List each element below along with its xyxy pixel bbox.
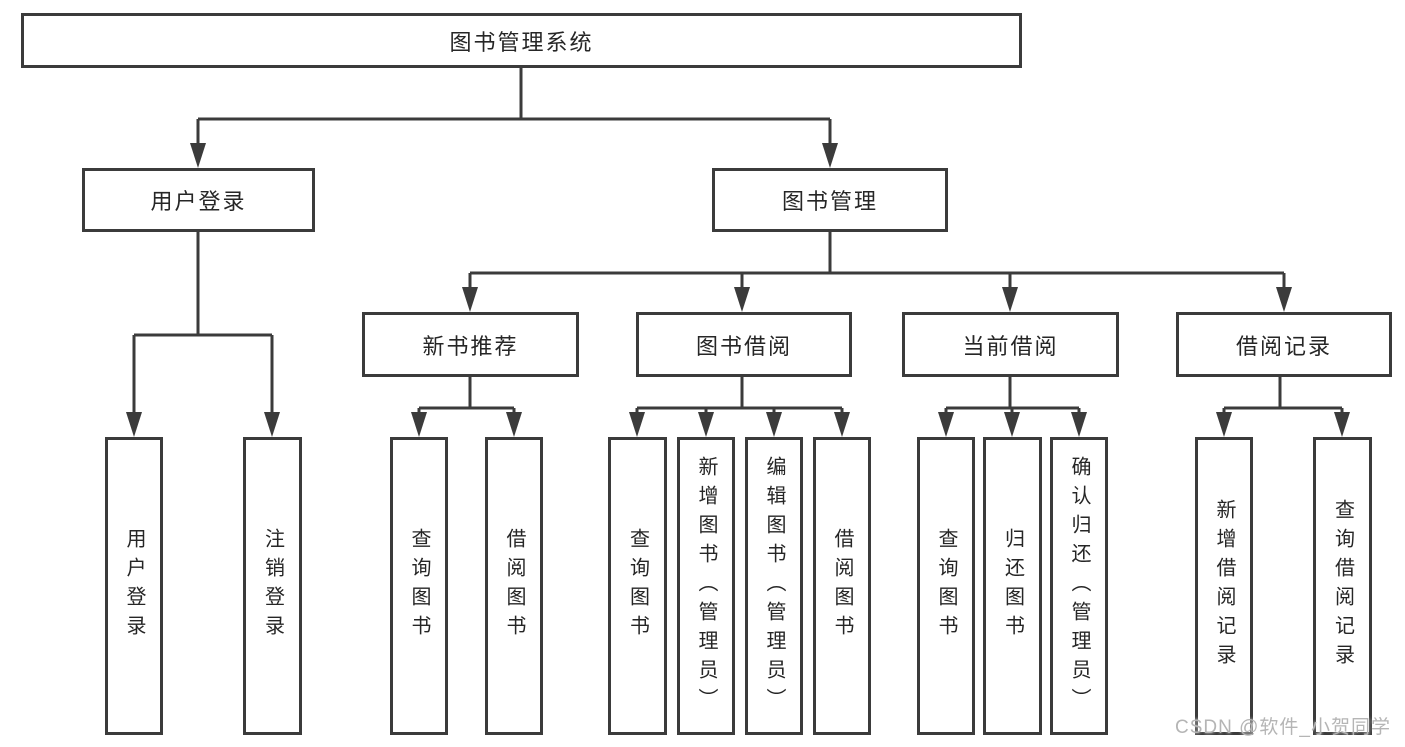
connector-root-to-level2: [190, 68, 838, 168]
node-borrow-records: 借阅记录: [1176, 312, 1392, 377]
connector-borrow-records-children: [1216, 377, 1350, 437]
leaf-records-query-record: 查询借阅记录: [1313, 437, 1372, 735]
leaf-current-confirm-return-admin: 确认归还（管理员）: [1050, 437, 1108, 735]
connector-book-management-to-level3: [462, 232, 1292, 312]
leaf-borrow-borrow-books: 借阅图书: [813, 437, 871, 735]
connector-new-book-recommend-children: [411, 377, 522, 437]
leaf-borrow-add-books-admin: 新增图书（管理员）: [677, 437, 735, 735]
node-book-borrow: 图书借阅: [636, 312, 852, 377]
connector-current-borrow-children: [938, 377, 1087, 437]
connector-book-borrow-children: [629, 377, 850, 437]
leaf-current-query-books: 查询图书: [917, 437, 975, 735]
leaf-recommend-query-books: 查询图书: [390, 437, 448, 735]
leaf-user-login: 用户登录: [105, 437, 163, 735]
node-new-book-recommend: 新书推荐: [362, 312, 579, 377]
leaf-recommend-borrow-books: 借阅图书: [485, 437, 543, 735]
leaf-records-add-record: 新增借阅记录: [1195, 437, 1253, 735]
leaf-borrow-edit-books-admin: 编辑图书（管理员）: [745, 437, 803, 735]
leaf-logout-login: 注销登录: [243, 437, 302, 735]
node-user-login: 用户登录: [82, 168, 315, 232]
node-root-system: 图书管理系统: [21, 13, 1022, 68]
leaf-borrow-query-books: 查询图书: [608, 437, 667, 735]
node-current-borrow: 当前借阅: [902, 312, 1119, 377]
csdn-watermark: CSDN @软件_小贺同学: [1175, 717, 1391, 738]
leaf-current-return-books: 归还图书: [983, 437, 1042, 735]
node-book-management: 图书管理: [712, 168, 948, 232]
connector-user-login-children: [126, 232, 280, 437]
